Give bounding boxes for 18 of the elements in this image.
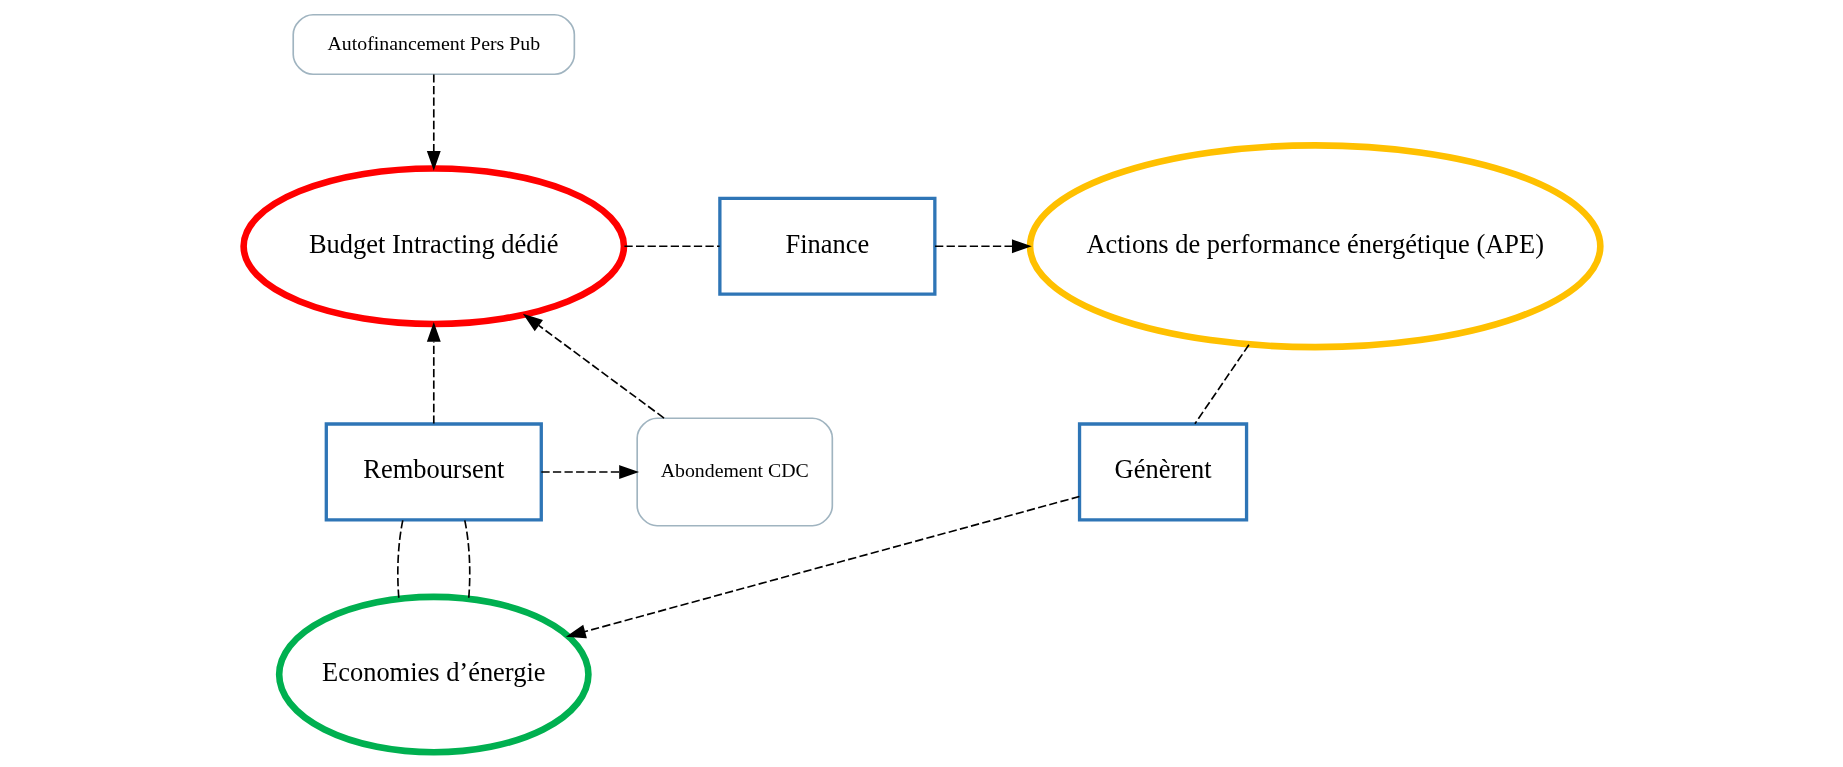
node-box: Autofinancement Pers Pub	[291, 13, 575, 76]
arrow	[933, 239, 1032, 254]
node-ellipse: Economies d’énergie	[275, 593, 592, 756]
arrow	[565, 495, 1080, 639]
connector	[463, 519, 471, 600]
node-box: Remboursent	[324, 422, 543, 522]
arrow	[540, 465, 639, 479]
connector	[1193, 343, 1250, 425]
node-ellipse: Actions de performance énergétique (APE)	[1026, 142, 1604, 351]
node-box: Génèrent	[1077, 422, 1248, 522]
node-box: Finance	[717, 196, 936, 296]
node-ellipse: Budget Intracting dédié	[239, 165, 627, 328]
arrow	[426, 73, 441, 171]
connector	[396, 519, 404, 600]
arrow	[426, 321, 441, 425]
node-box: Abondement CDC	[635, 417, 833, 527]
arrow	[522, 313, 665, 419]
connector	[623, 245, 720, 248]
